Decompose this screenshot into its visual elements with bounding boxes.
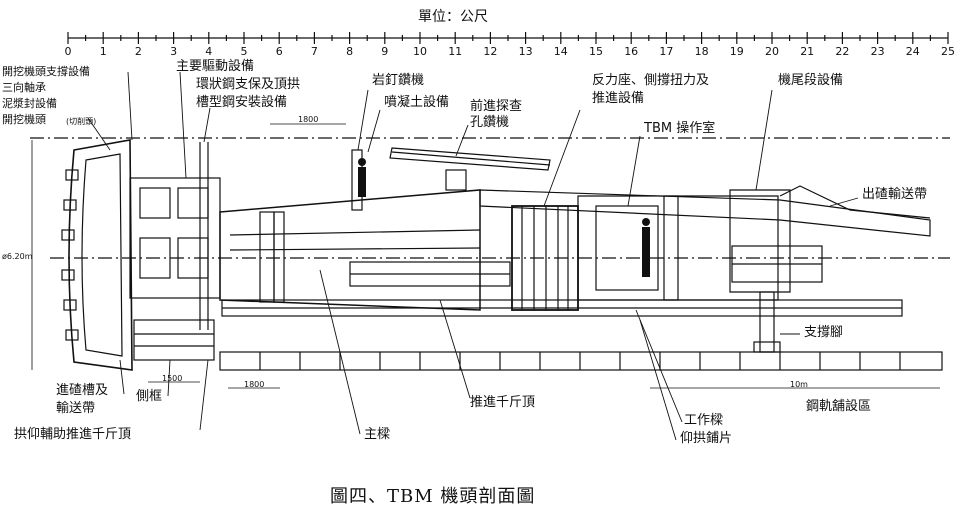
scale-tick-label: 7: [310, 45, 318, 58]
support-leg: [759, 291, 775, 353]
dim-1800-top: 1800: [298, 115, 319, 124]
shoe-block: [133, 319, 215, 361]
muck-conveyor: [479, 189, 931, 237]
scale-tick-label: 3: [170, 45, 178, 58]
scale-tick-label: 5: [240, 45, 248, 58]
dim-diameter: ø6.20m: [2, 252, 33, 261]
label-reaction-2: 推進設備: [592, 91, 645, 106]
scale-tick-label: 18: [694, 45, 709, 58]
label-invert-thrust: 拱仰輔助推進千斤頂: [14, 427, 132, 442]
label-three-axis-bearing: 三向軸承: [2, 81, 46, 94]
dim-10m: 10m: [790, 380, 808, 389]
scale-tick-label: 9: [381, 45, 389, 58]
figure-caption: 圖四、TBM 機頭剖面圖: [330, 486, 536, 507]
label-shoe: 側框: [136, 389, 163, 404]
label-rock-bolt-drill: 岩釘鑽機: [372, 73, 425, 88]
scale-tick-label: 4: [205, 45, 213, 58]
scale-tick-label: 19: [729, 45, 744, 58]
scale-tick-label: 6: [275, 45, 283, 58]
scale-ticks: [67, 32, 949, 44]
scale-tick-label: 1: [99, 45, 107, 58]
scale-tick-label: 14: [553, 45, 568, 58]
label-muck-chute-1: 進碴槽及: [56, 383, 109, 398]
label-rail-laying: 鋼軌舖設區: [806, 399, 872, 414]
label-cutterhead-support: 開挖機頭支撐設備: [2, 65, 90, 78]
scale-tick-label: 15: [589, 45, 603, 58]
scale-tick-label: 21: [800, 45, 815, 58]
scale-tick-label: 13: [518, 45, 533, 58]
scale-tick-label: 11: [448, 45, 463, 58]
cutterhead-shape: [68, 139, 133, 371]
label-channel-steel-install: 槽型鋼安裝設備: [196, 95, 288, 110]
cutterhead-inner: [81, 153, 123, 357]
label-shotcrete: 噴凝土設備: [384, 95, 450, 110]
label-main-beam: 主樑: [364, 427, 391, 442]
scale-tick-label: 12: [483, 45, 498, 58]
tail-section: [729, 189, 791, 293]
scale-tick-label: 0: [64, 45, 72, 58]
scale-tick-label: 2: [134, 45, 142, 58]
probe-drill: [445, 169, 467, 191]
leader-lines: [87, 71, 859, 441]
label-mud-seal: 泥漿封設備: [2, 97, 57, 110]
scale-tick-label: 22: [835, 45, 850, 58]
label-cutterhead: 開挖機頭: [2, 113, 46, 126]
label-reaction-1: 反力座、側撐扭力及: [592, 73, 710, 88]
dim-1800-bottom: 1800: [244, 380, 265, 389]
scale-tick-label: 23: [870, 45, 885, 58]
label-tail-equipment: 機尾段設備: [778, 73, 844, 88]
scale-tick-label: 17: [659, 45, 674, 58]
label-work-platform: 工作樑: [684, 413, 724, 428]
rail-segment-dividers: [259, 352, 901, 370]
scale-tick-label: 16: [624, 45, 639, 58]
label-main-drive: 主要驅動設備: [176, 59, 255, 74]
rail-segments: [219, 351, 943, 371]
label-invert-segment: 仰拱鋪片: [680, 431, 733, 446]
label-probe-drill-2: 孔鑽機: [470, 115, 510, 130]
cutter-discs: [61, 169, 79, 341]
scale-tick-label: 8: [346, 45, 354, 58]
label-support-leg: 支撐腳: [804, 325, 844, 340]
main-beam: [219, 189, 481, 311]
shotcrete-boom: [389, 147, 551, 171]
label-muck-conveyor: 出碴輸送帶: [862, 187, 928, 202]
scale-tick-label: 25: [941, 45, 955, 58]
label-cutterhead-small: (切削頭): [66, 117, 97, 126]
dim-1500: 1500: [162, 374, 183, 383]
label-thrust-jacks: 推進千斤頂: [470, 395, 536, 410]
label-muck-chute-2: 輸送帶: [56, 401, 96, 416]
label-tbm-cabin: TBM 操作室: [644, 121, 716, 136]
scale-tick-label: 24: [905, 45, 920, 58]
worker-figures: [358, 158, 650, 277]
unit-label: 單位：公尺: [418, 9, 488, 25]
tbm-cabin: [595, 205, 659, 291]
scale-tick-label: 20: [765, 45, 779, 58]
label-probe-drill-1: 前進探查: [470, 99, 523, 114]
scale-tick-label: 10: [413, 45, 427, 58]
label-ring-steel-support: 環狀鋼支保及頂拱: [196, 77, 301, 92]
